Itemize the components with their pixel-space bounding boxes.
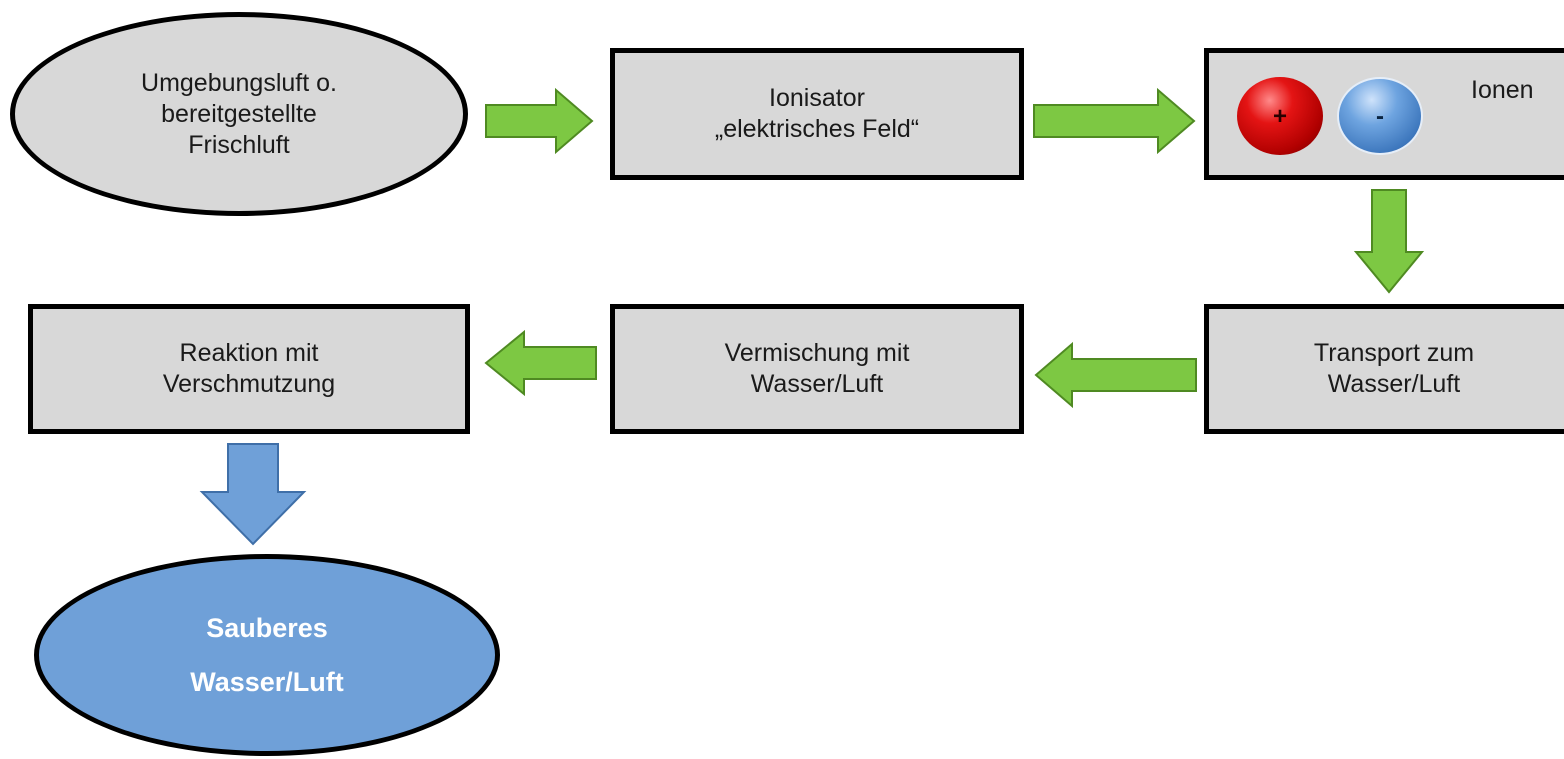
node-ionizer: Ionisator „elektrisches Feld“ — [610, 48, 1024, 180]
node-clean-label: Sauberes Wasser/Luft — [190, 613, 344, 697]
node-ionizer-label: Ionisator „elektrisches Feld“ — [714, 84, 920, 143]
negative-ion-symbol: - — [1376, 102, 1384, 130]
node-mixing-label: Vermischung mit Wasser/Luft — [724, 339, 910, 398]
node-ambient-air-label: Umgebungsluft o. bereitgestellte Frischl… — [141, 68, 337, 159]
node-ions-title: Ionen — [1471, 76, 1534, 104]
node-transport-label: Transport zum Wasser/Luft — [1313, 339, 1475, 398]
positive-ion-sphere-icon: + — [1237, 77, 1323, 155]
right-arrow-icon — [485, 87, 594, 155]
right-arrow-icon — [1033, 87, 1196, 155]
node-reaction: Reaktion mit Verschmutzung — [28, 304, 470, 434]
node-clean: Sauberes Wasser/Luft — [34, 554, 500, 756]
down-arrow-icon — [1353, 189, 1425, 294]
node-ambient-air: Umgebungsluft o. bereitgestellte Frischl… — [10, 12, 468, 216]
node-mixing: Vermischung mit Wasser/Luft — [610, 304, 1024, 434]
node-ions: + - Ionen — [1204, 48, 1564, 180]
positive-ion-symbol: + — [1272, 102, 1287, 130]
down-arrow-icon — [199, 443, 307, 546]
negative-ion-sphere-icon: - — [1337, 77, 1423, 155]
node-transport: Transport zum Wasser/Luft — [1204, 304, 1564, 434]
left-arrow-icon — [484, 329, 597, 397]
node-reaction-label: Reaktion mit Verschmutzung — [162, 339, 336, 398]
left-arrow-icon — [1034, 341, 1197, 409]
